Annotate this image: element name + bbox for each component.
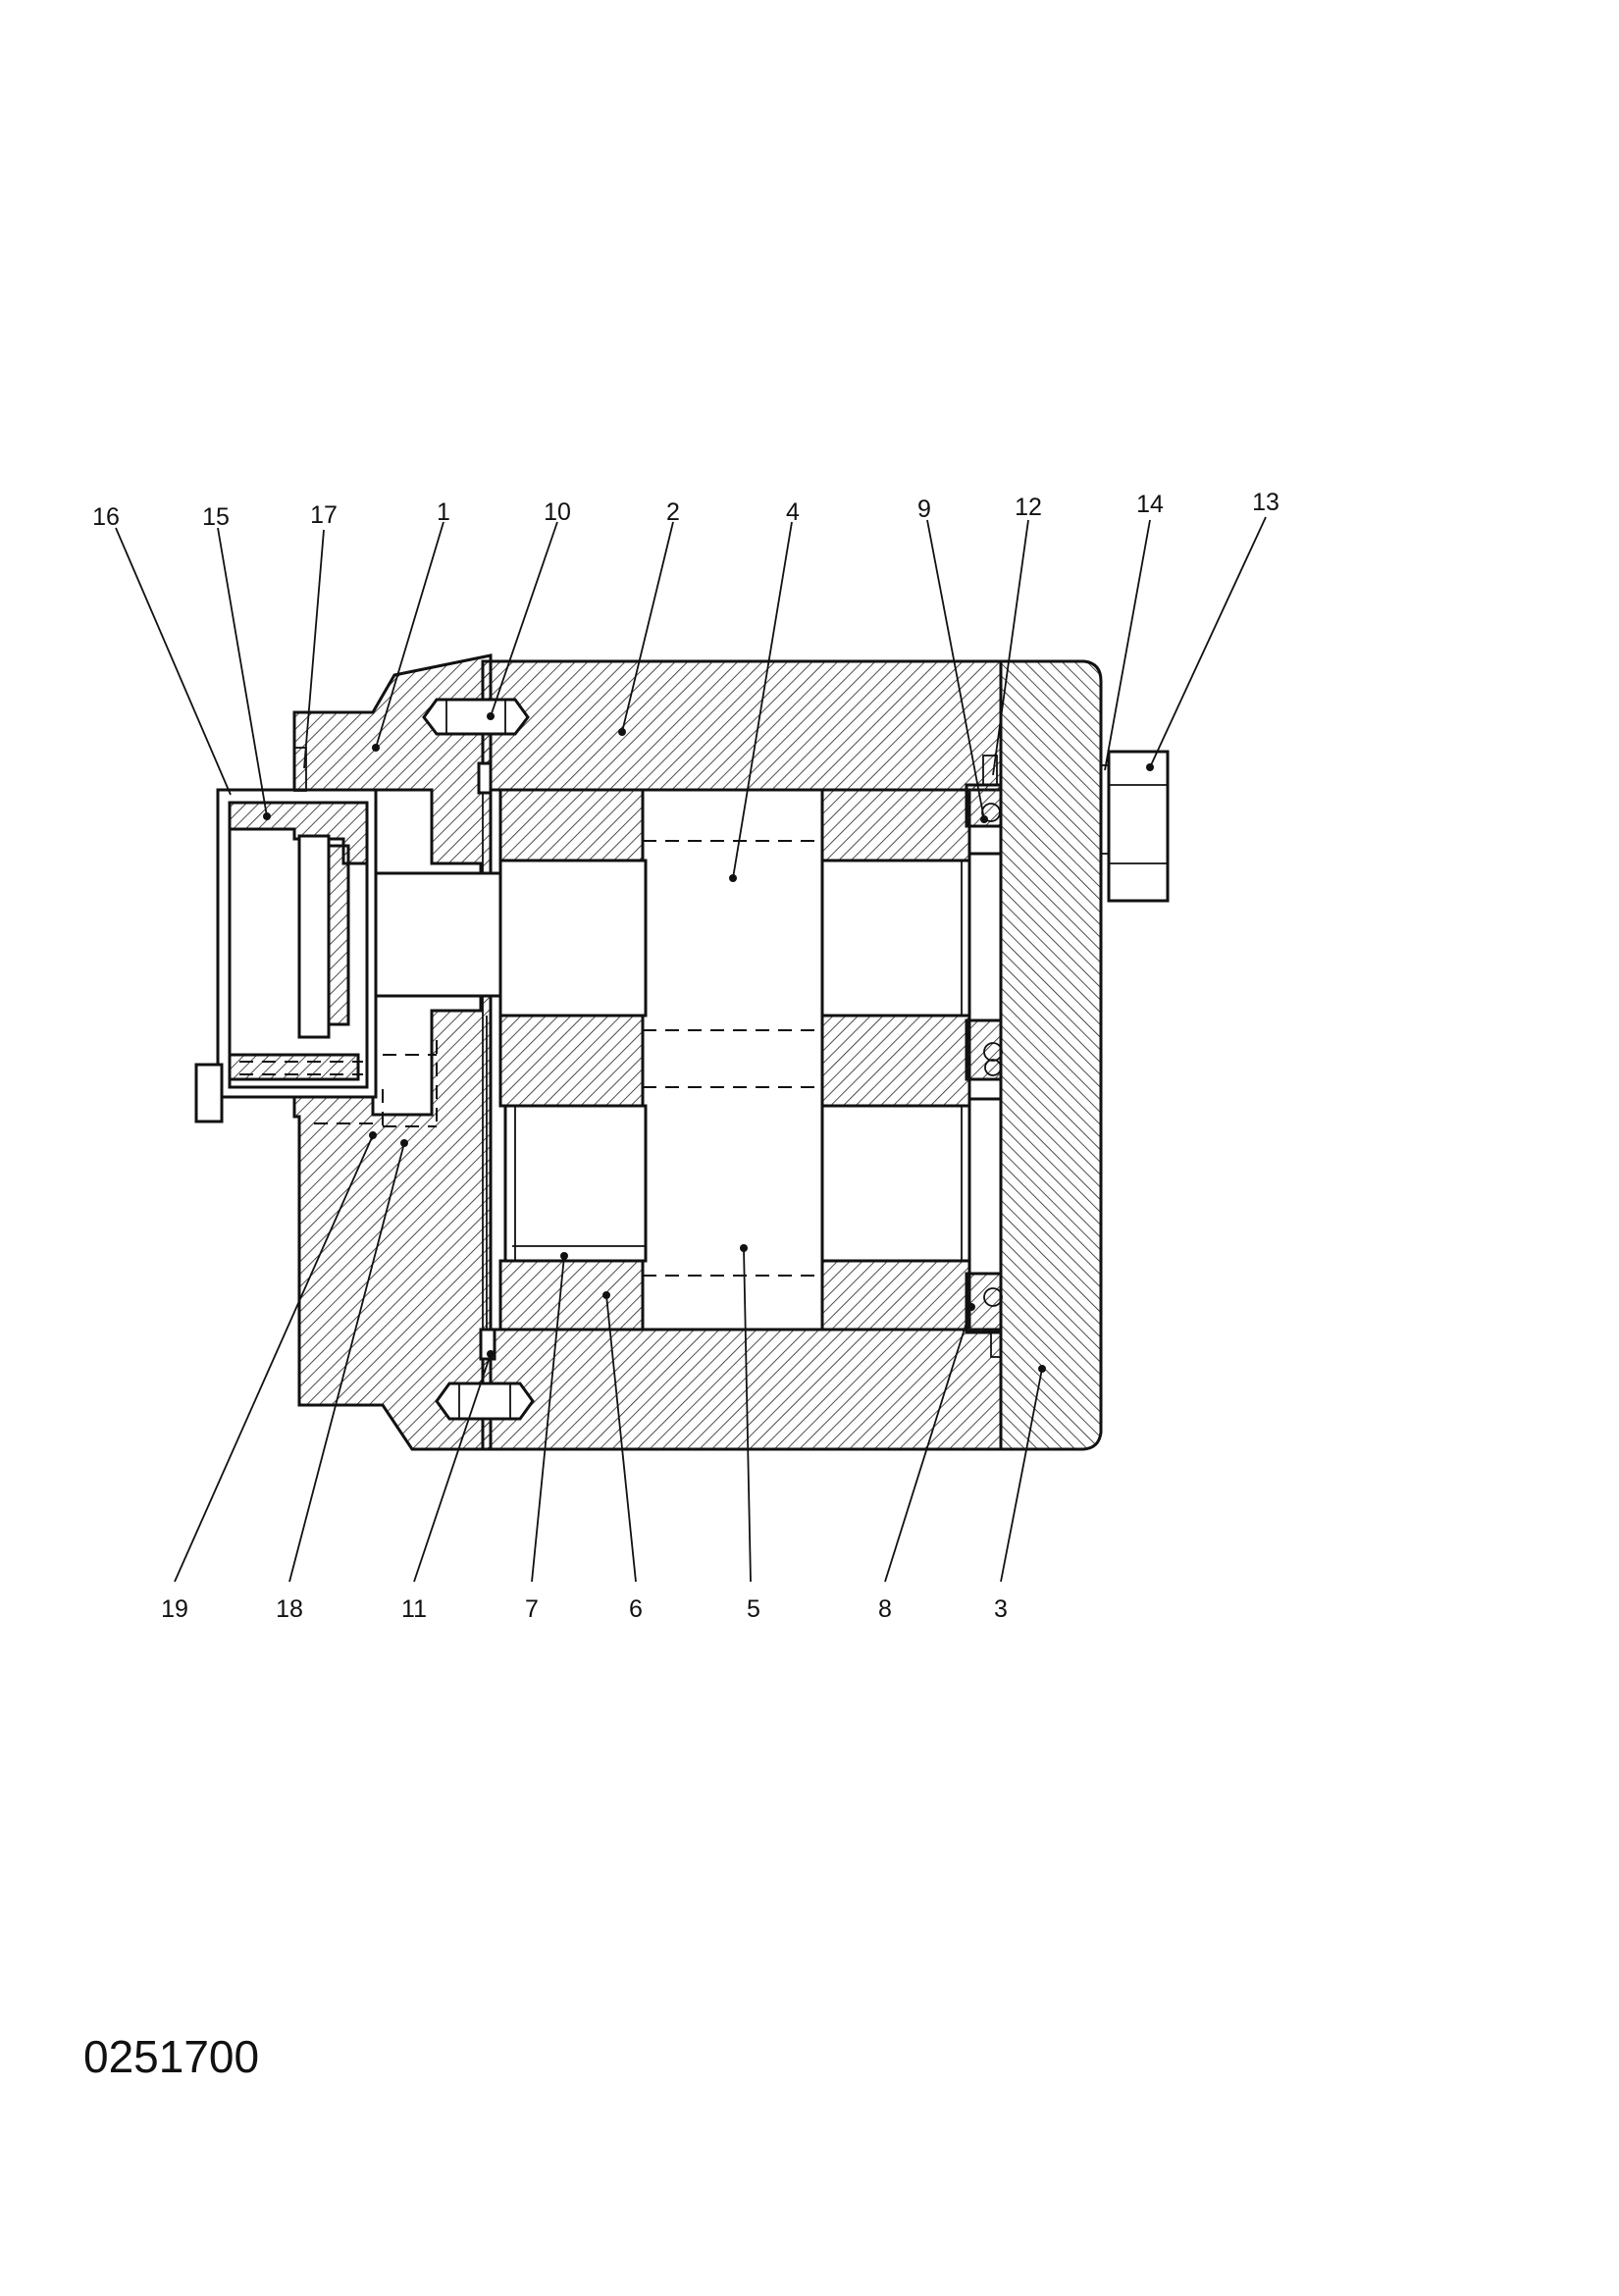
- relief-passage: [314, 1040, 438, 1127]
- callout-2: 2: [666, 498, 680, 526]
- callout-19: 19: [161, 1595, 188, 1623]
- callouts-top: 16 15 17 1 10 2 4 9 12 14 13: [92, 489, 1280, 531]
- outlet-plug: [1100, 750, 1170, 903]
- coupling: [194, 747, 378, 1123]
- leader-lines: [115, 516, 1267, 1583]
- driven-shaft: [503, 1104, 971, 1263]
- callout-6: 6: [629, 1595, 643, 1623]
- callout-9: 9: [917, 496, 931, 523]
- callout-12: 12: [1015, 494, 1042, 521]
- callout-8: 8: [878, 1595, 892, 1623]
- callout-17: 17: [310, 501, 338, 529]
- callout-3: 3: [994, 1595, 1008, 1623]
- callout-11: 11: [401, 1595, 427, 1623]
- callout-4: 4: [786, 498, 800, 526]
- leader-dots: [263, 712, 1154, 1373]
- callout-7: 7: [525, 1595, 539, 1623]
- callout-10: 10: [544, 498, 571, 526]
- seal-plates: [965, 755, 1003, 1358]
- drawing-number: 0251700: [83, 2031, 259, 2082]
- rear-cover: [999, 659, 1103, 1451]
- callout-13: 13: [1252, 489, 1280, 516]
- callout-5: 5: [747, 1595, 760, 1623]
- pump-body: [481, 659, 1003, 1451]
- callouts-bottom: 19 18 11 7 6 5 8 3: [161, 1595, 1008, 1623]
- callout-1: 1: [437, 498, 450, 526]
- callout-14: 14: [1136, 491, 1164, 518]
- callout-18: 18: [276, 1595, 303, 1623]
- dowel-pins: [422, 698, 535, 1421]
- gears: [641, 788, 824, 1331]
- callout-15: 15: [202, 503, 230, 531]
- callout-16: 16: [92, 503, 120, 531]
